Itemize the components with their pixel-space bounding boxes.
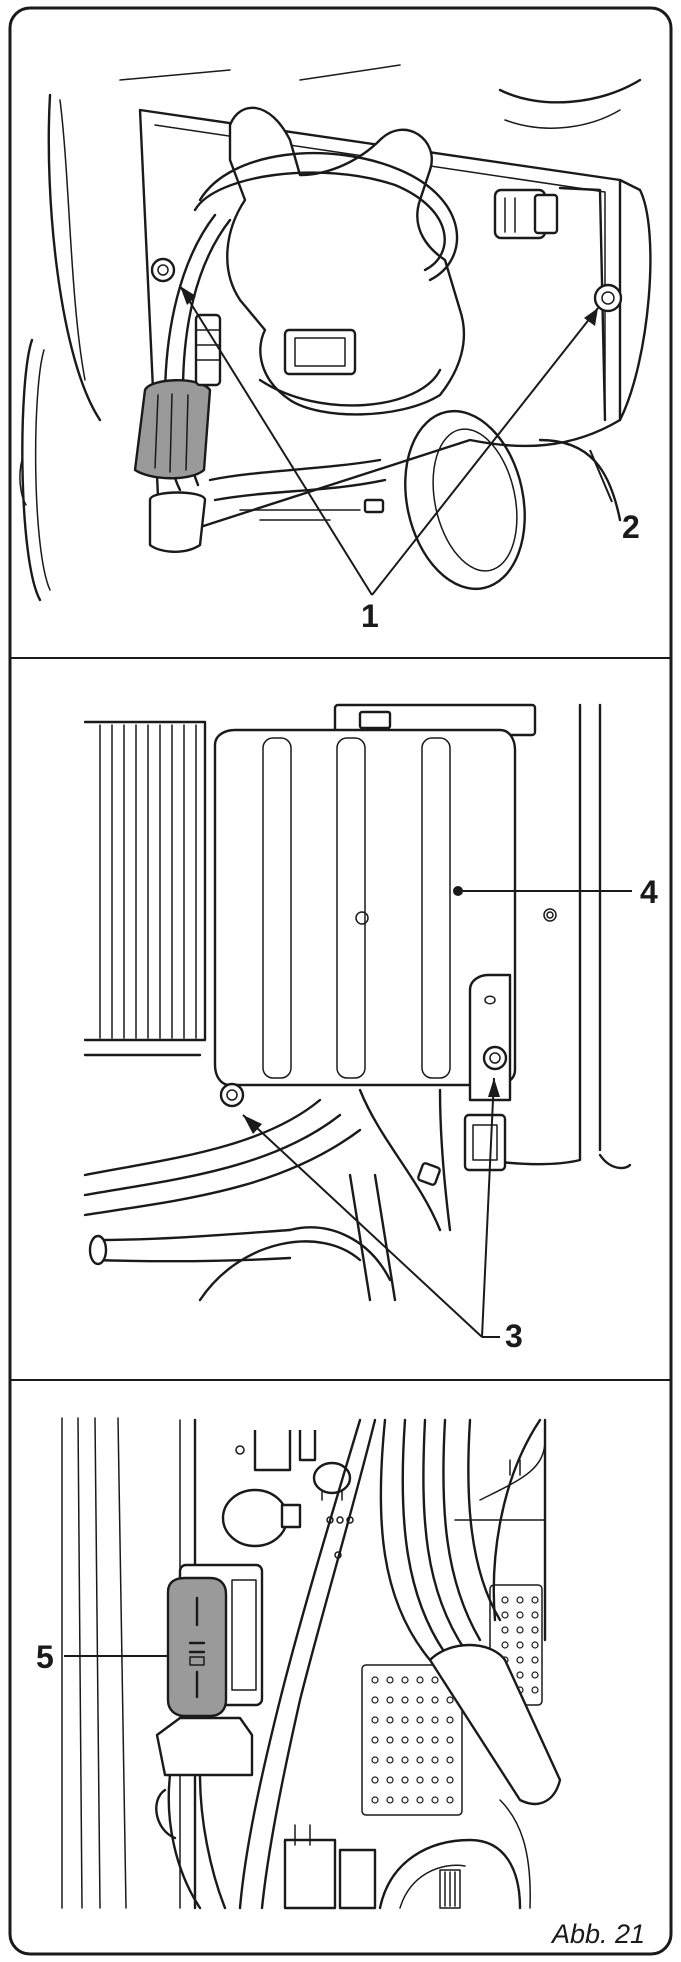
callout-4: 4 [640, 874, 658, 910]
arrow-head-1b [584, 308, 598, 326]
figure-caption: Abb. 21 [550, 1919, 645, 1949]
arrow-head-3b [488, 1078, 500, 1097]
leader-lines [64, 285, 632, 1657]
callout-1: 1 [361, 598, 379, 634]
pad-grid-2 [371, 1676, 454, 1804]
callout-2: 2 [622, 509, 640, 545]
panel-2-control-box [83, 703, 632, 1302]
panel-1-cable-compartment [19, 64, 652, 602]
panel-3-fuse-board [61, 1417, 562, 1910]
pad-grid [501, 1596, 539, 1694]
callout-5: 5 [36, 1639, 54, 1675]
arrow-head-1a [180, 286, 196, 305]
arrow-head-3a [243, 1115, 262, 1134]
callout-3: 3 [505, 1318, 523, 1354]
